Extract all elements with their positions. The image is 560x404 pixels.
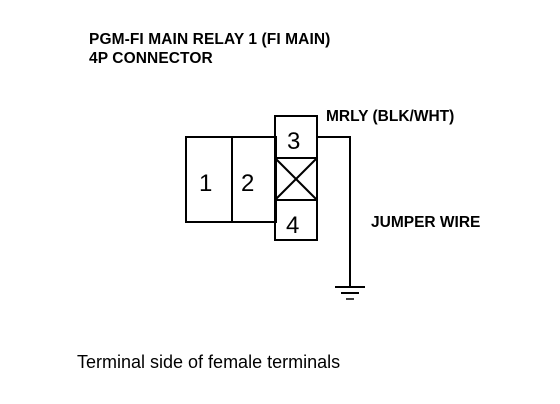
diagram-caption: Terminal side of female terminals <box>77 352 341 372</box>
terminal-1-label: 1 <box>199 170 212 197</box>
empty-cavity-cross-b <box>274 157 318 201</box>
title-line-1: PGM-FI MAIN RELAY 1 (FI MAIN) <box>89 31 331 48</box>
ground-icon <box>335 286 365 300</box>
terminal-4-label: 4 <box>286 212 299 239</box>
diagram-title: PGM-FI MAIN RELAY 1 (FI MAIN) 4P CONNECT… <box>89 30 330 68</box>
terminal-2-label: 2 <box>241 170 254 197</box>
mrly-label: MRLY (BLK/WHT) <box>326 108 455 125</box>
jumper-wire <box>317 136 351 287</box>
terminal-3-label: 3 <box>287 128 300 155</box>
title-line-2: 4P CONNECTOR <box>89 50 213 67</box>
jumper-wire-label: JUMPER WIRE <box>371 214 481 231</box>
terminal-column <box>274 115 318 241</box>
